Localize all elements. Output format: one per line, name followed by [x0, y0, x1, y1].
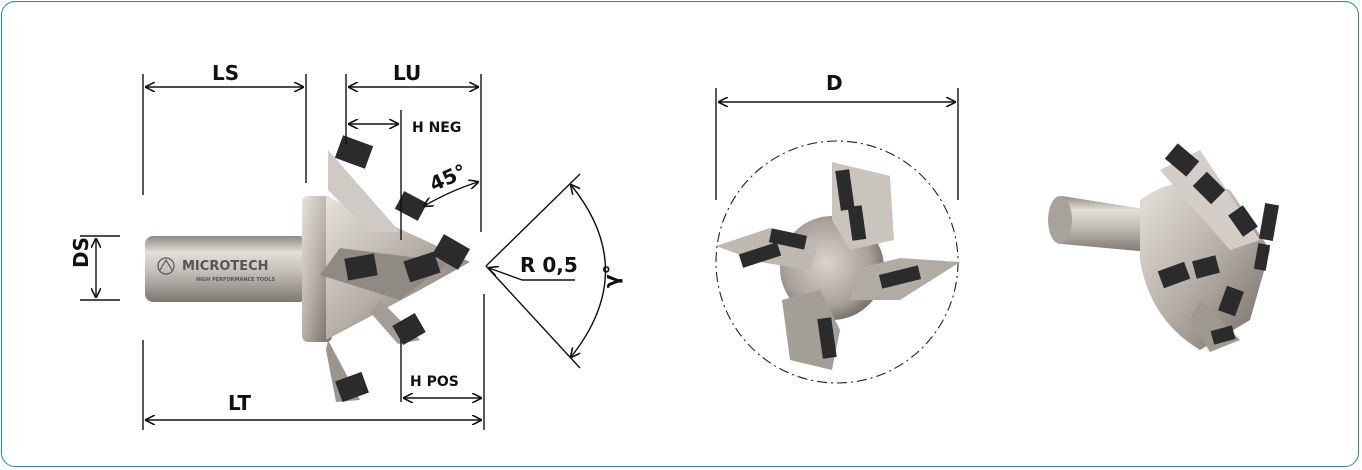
label-ds: DS: [69, 237, 93, 268]
label-gamma: γ°: [599, 264, 623, 288]
end-view-tool: [715, 140, 960, 384]
label-radius: R 0,5: [520, 253, 578, 277]
label-lu: LU: [393, 61, 421, 85]
logo-brand: MICROTECH: [182, 259, 269, 274]
dimension-lines: [80, 74, 607, 430]
label-h-pos: H POS: [410, 374, 459, 390]
microtech-logo-icon: [157, 257, 175, 275]
perspective-view-tool: [1048, 143, 1280, 352]
label-ls: LS: [212, 61, 239, 85]
logo-tagline: HIGH PERFORMANCE TOOLS: [196, 277, 275, 283]
diameter-dimension: [715, 88, 959, 200]
label-h-neg: H NEG: [412, 120, 461, 136]
label-d: D: [826, 71, 843, 95]
label-angle-45: 45°: [426, 159, 470, 196]
side-view-tool: MICROTECH HIGH PERFORMANCE TOOLS: [145, 135, 470, 403]
label-lt: LT: [228, 391, 251, 415]
